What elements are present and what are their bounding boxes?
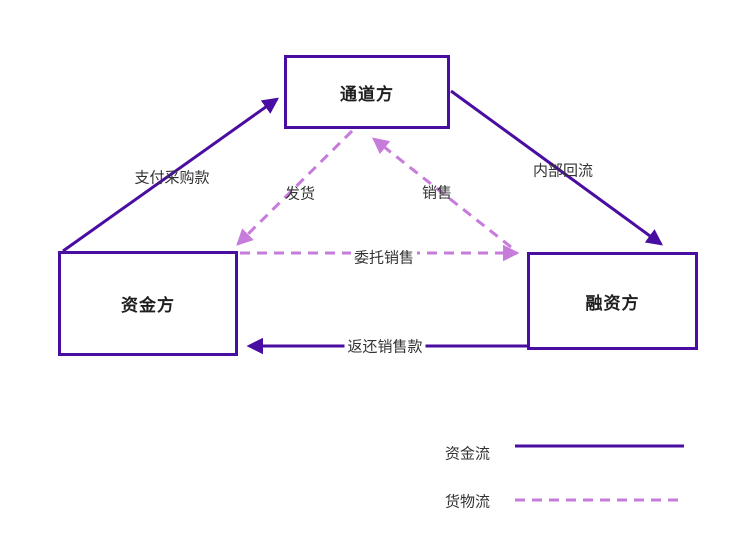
arrow-internal-reflow — [450, 89, 664, 246]
edge-label-pay-purchase: 支付采购款 — [134, 169, 210, 187]
node-channel-label: 通道方 — [340, 84, 394, 104]
arrow-sales — [372, 137, 512, 249]
node-capital-party[interactable]: 资金方 — [58, 251, 238, 356]
node-capital-label: 资金方 — [121, 296, 175, 315]
legend-goods-flow-label: 货物流 — [445, 493, 491, 511]
edge-label-ship-goods: 发货 — [284, 185, 316, 203]
arrow-pay-purchase — [62, 97, 280, 253]
edge-label-return-sales: 返还销售款 — [344, 335, 426, 357]
edge-label-sales: 销售 — [421, 184, 453, 202]
legend-capital-flow-label: 资金流 — [445, 445, 491, 463]
arrow-ship-goods — [236, 129, 354, 246]
edge-label-internal-reflow: 内部回流 — [532, 162, 594, 180]
node-financing-label: 融资方 — [585, 293, 640, 313]
node-channel-party[interactable]: 通道方 — [284, 55, 450, 129]
node-financing-party[interactable]: 融资方 — [527, 252, 698, 350]
edge-label-consign-sales: 委托销售 — [350, 246, 418, 268]
